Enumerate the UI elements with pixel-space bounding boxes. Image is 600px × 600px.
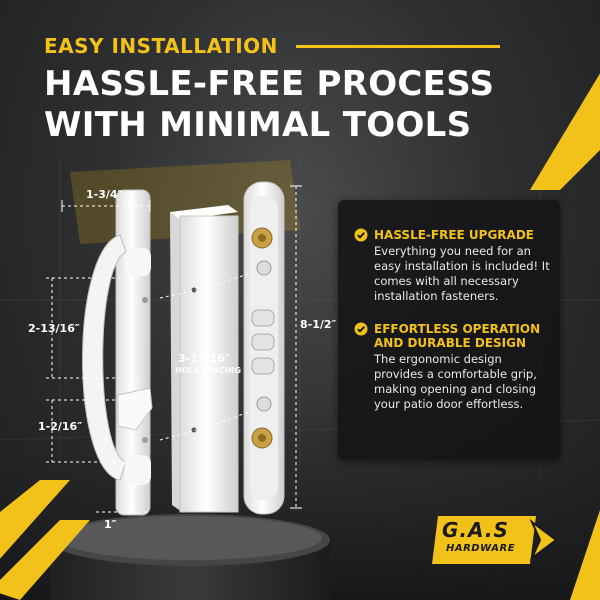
accent-stripe	[530, 73, 600, 190]
feature-title-text: EFFORTLESS OPERATION	[374, 322, 541, 336]
feature-card: HASSLE-FREE UPGRADE Everything you need …	[338, 200, 560, 460]
logo-badge	[432, 516, 558, 564]
brand-logo: G.A.S HARDWARE	[432, 514, 558, 570]
feature-body: The ergonomic design provides a comforta…	[374, 352, 537, 411]
feature-body: Everything you need for an easy installa…	[374, 244, 550, 303]
check-circle-icon	[354, 322, 368, 336]
accent-stripe	[0, 480, 90, 600]
logo-subtext: HARDWARE	[446, 543, 516, 554]
feature-item: HASSLE-FREE UPGRADE Everything you need …	[354, 228, 550, 304]
dimension-width: 1-3/4″	[86, 188, 123, 201]
dimension-bottom: 1″	[104, 518, 117, 531]
kicker-underline	[296, 45, 500, 48]
headline-line: WITH MINIMAL TOOLS	[44, 105, 472, 145]
hole-spacing-label: HOLE SPACING	[175, 366, 242, 375]
headline: HASSLE-FREE PROCESS WITH MINIMAL TOOLS	[44, 64, 494, 146]
feature-title-text: AND DURABLE DESIGN	[374, 336, 527, 350]
accent-stripe	[570, 510, 600, 600]
feature-title: HASSLE-FREE UPGRADE	[354, 228, 550, 242]
feature-title: EFFORTLESS OPERATION AND DURABLE DESIGN	[354, 322, 550, 350]
backplate-illustration	[243, 181, 285, 515]
spacer-block-illustration	[170, 205, 239, 513]
dimension-hole-spacing: 3-15/16″	[178, 352, 230, 365]
door-handle-illustration	[82, 189, 153, 516]
headline-line: HASSLE-FREE PROCESS	[44, 64, 495, 104]
dimension-lower: 1-2/16″	[38, 420, 83, 433]
logo-text: G.A.S	[442, 518, 509, 542]
dimension-plate-height: 8-1/2″	[300, 318, 337, 331]
feature-title-text: HASSLE-FREE UPGRADE	[374, 228, 534, 242]
check-circle-icon	[354, 228, 368, 242]
kicker-title: EASY INSTALLATION	[44, 34, 278, 58]
dimension-height: 2-13/16″	[28, 322, 80, 335]
feature-item: EFFORTLESS OPERATION AND DURABLE DESIGN …	[354, 322, 550, 412]
